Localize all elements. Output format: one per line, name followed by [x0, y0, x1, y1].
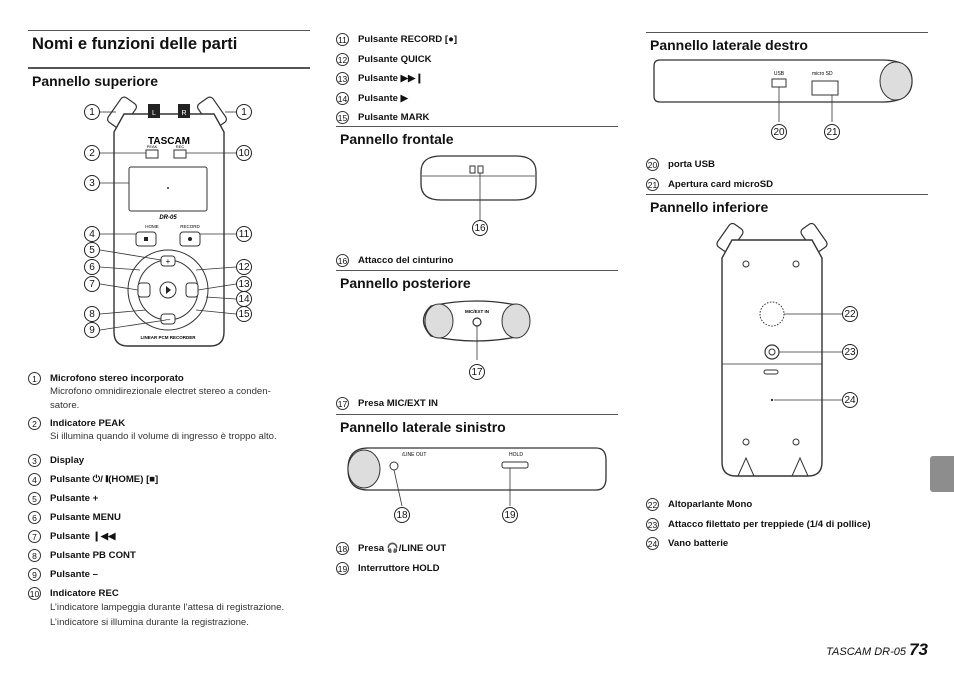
front-description: 16 Attacco del cinturino: [336, 254, 618, 272]
callout-13: 13: [236, 276, 252, 292]
callout-19: 19: [502, 507, 518, 523]
left-side-description-list: 18 Presa 🎧/LINE OUT 19 Interruttore HOLD: [336, 542, 618, 581]
callout-15: 15: [236, 306, 252, 322]
list-item: 10 Indicatore REC L’indicatore lampeggia…: [28, 587, 285, 628]
list-item: 19 Interruttore HOLD: [336, 561, 440, 575]
list-item: 24 Vano batterie: [646, 537, 729, 550]
callout-3: 3: [84, 175, 100, 191]
list-item: 13 Pulsante ▶▶❙: [336, 72, 424, 85]
home-label: HOME: [145, 224, 159, 229]
callout-22: 22: [842, 306, 858, 322]
list-item: 15 Pulsante MARK: [336, 111, 430, 124]
rear-description: 17 Presa MIC/EXT IN: [336, 397, 618, 415]
list-item: 23 Attacco filettato per treppiede (1/4 …: [646, 517, 871, 531]
hold-label: HOLD: [509, 452, 523, 458]
usb-label: USB: [774, 71, 785, 77]
right-side-panel-illustration: USB micro SD: [653, 59, 913, 122]
callout-7: 7: [84, 276, 100, 292]
list-item: 11 Pulsante RECORD [●]: [336, 33, 618, 53]
list-item: 22 Altoparlante Mono: [646, 498, 753, 511]
section-heading-bottom-panel: Pannello inferiore: [646, 194, 928, 215]
callout-4: 4: [84, 226, 100, 242]
callout-5: 5: [84, 242, 100, 258]
list-item: 16 Attacco del cinturino: [336, 254, 454, 267]
rear-panel-illustration: MIC/EXT IN: [422, 300, 531, 360]
callout-21: 21: [824, 124, 840, 140]
list-item: 17 Presa MIC/EXT IN: [336, 397, 438, 410]
footer-brand: TASCAM DR-05: [826, 646, 907, 658]
section-heading-rear-panel: Pannello posteriore: [336, 270, 618, 291]
list-item: 5 Pulsante +: [28, 492, 310, 511]
svg-text:–: –: [166, 315, 171, 324]
brand-label: TASCAM: [148, 136, 190, 147]
bottom-panel-illustration: [716, 222, 842, 477]
line-out-label: /LINE OUT: [402, 452, 426, 458]
callout-8: 8: [84, 306, 100, 322]
list-item: 12 Pulsante QUICK: [336, 52, 432, 66]
page-number: 73: [909, 640, 928, 659]
callout-6: 6: [84, 259, 100, 275]
list-item: 1 Microfono stereo incorporato Microfono…: [28, 372, 310, 411]
label-l: L: [152, 110, 156, 117]
callout-23: 23: [842, 344, 858, 360]
list-item: 7 Pulsante ❙◀◀: [28, 530, 310, 549]
callout-18: 18: [394, 507, 410, 523]
section-heading-top-panel: Pannello superiore: [28, 68, 310, 89]
record-label: RECORD: [180, 224, 200, 229]
top-panel-description-list-cont: 11 Pulsante RECORD [●] 12 Pulsante QUICK…: [336, 33, 618, 131]
callout-2: 2: [84, 145, 100, 161]
callout-12: 12: [236, 259, 252, 275]
list-item: 14 Pulsante ▶: [336, 91, 409, 105]
callout-16: 16: [472, 220, 488, 236]
callout-11: 11: [236, 226, 252, 242]
callout-14: 14: [236, 291, 252, 307]
list-item: 8 Pulsante PB CONT: [28, 549, 310, 568]
right-side-description-list: 20 porta USB 21 Apertura card microSD: [646, 158, 928, 197]
label-r: R: [181, 110, 186, 117]
section-heading-right-side-panel: Pannello laterale destro: [646, 32, 928, 53]
bottom-description-list: 22 Altoparlante Mono 23 Attacco filettat…: [646, 498, 928, 557]
micro-sd-label: micro SD: [812, 71, 833, 77]
callout-17: 17: [469, 364, 485, 380]
list-item: 3 Display: [28, 454, 310, 473]
front-panel-illustration: [420, 155, 537, 220]
list-item: 20 porta USB: [646, 158, 715, 171]
top-panel-description-list: 1 Microfono stereo incorporato Microfono…: [28, 372, 310, 631]
model-label: DR-05: [159, 215, 177, 221]
list-item: 6 Pulsante MENU: [28, 511, 310, 530]
list-item: 2 Indicatore PEAK Si illumina quando il …: [28, 417, 310, 454]
list-item: 21 Apertura card microSD: [646, 177, 774, 191]
page-footer: TASCAM DR-05 73: [826, 640, 928, 660]
top-panel-illustration: L R TASCAM PEAK REC DR-05 HOME RECORD + …: [99, 96, 237, 347]
list-item: 9 Pulsante –: [28, 568, 310, 587]
list-item: 4 Pulsante ⏻/ ❙(HOME) [■]: [28, 473, 310, 492]
callout-20: 20: [771, 124, 787, 140]
page-title: Nomi e funzioni delle parti: [28, 30, 310, 68]
svg-text:+: +: [166, 257, 171, 266]
callout-10: 10: [236, 145, 252, 161]
rec-label: REC: [176, 144, 185, 149]
list-item: 18 Presa 🎧/LINE OUT: [336, 542, 447, 555]
device-footer-label: LINEAR PCM RECORDER: [140, 335, 196, 340]
callout-1-left: 1: [84, 104, 100, 120]
callout-1-right: 1: [236, 104, 252, 120]
section-heading-left-side-panel: Pannello laterale sinistro: [336, 414, 618, 435]
left-side-panel-illustration: /LINE OUT HOLD: [347, 447, 607, 507]
callout-9: 9: [84, 322, 100, 338]
callout-24: 24: [842, 392, 858, 408]
chapter-tab: [930, 456, 954, 492]
mic-ext-in-label: MIC/EXT IN: [465, 309, 489, 314]
peak-label: PEAK: [147, 144, 158, 149]
section-heading-front-panel: Pannello frontale: [336, 126, 618, 147]
